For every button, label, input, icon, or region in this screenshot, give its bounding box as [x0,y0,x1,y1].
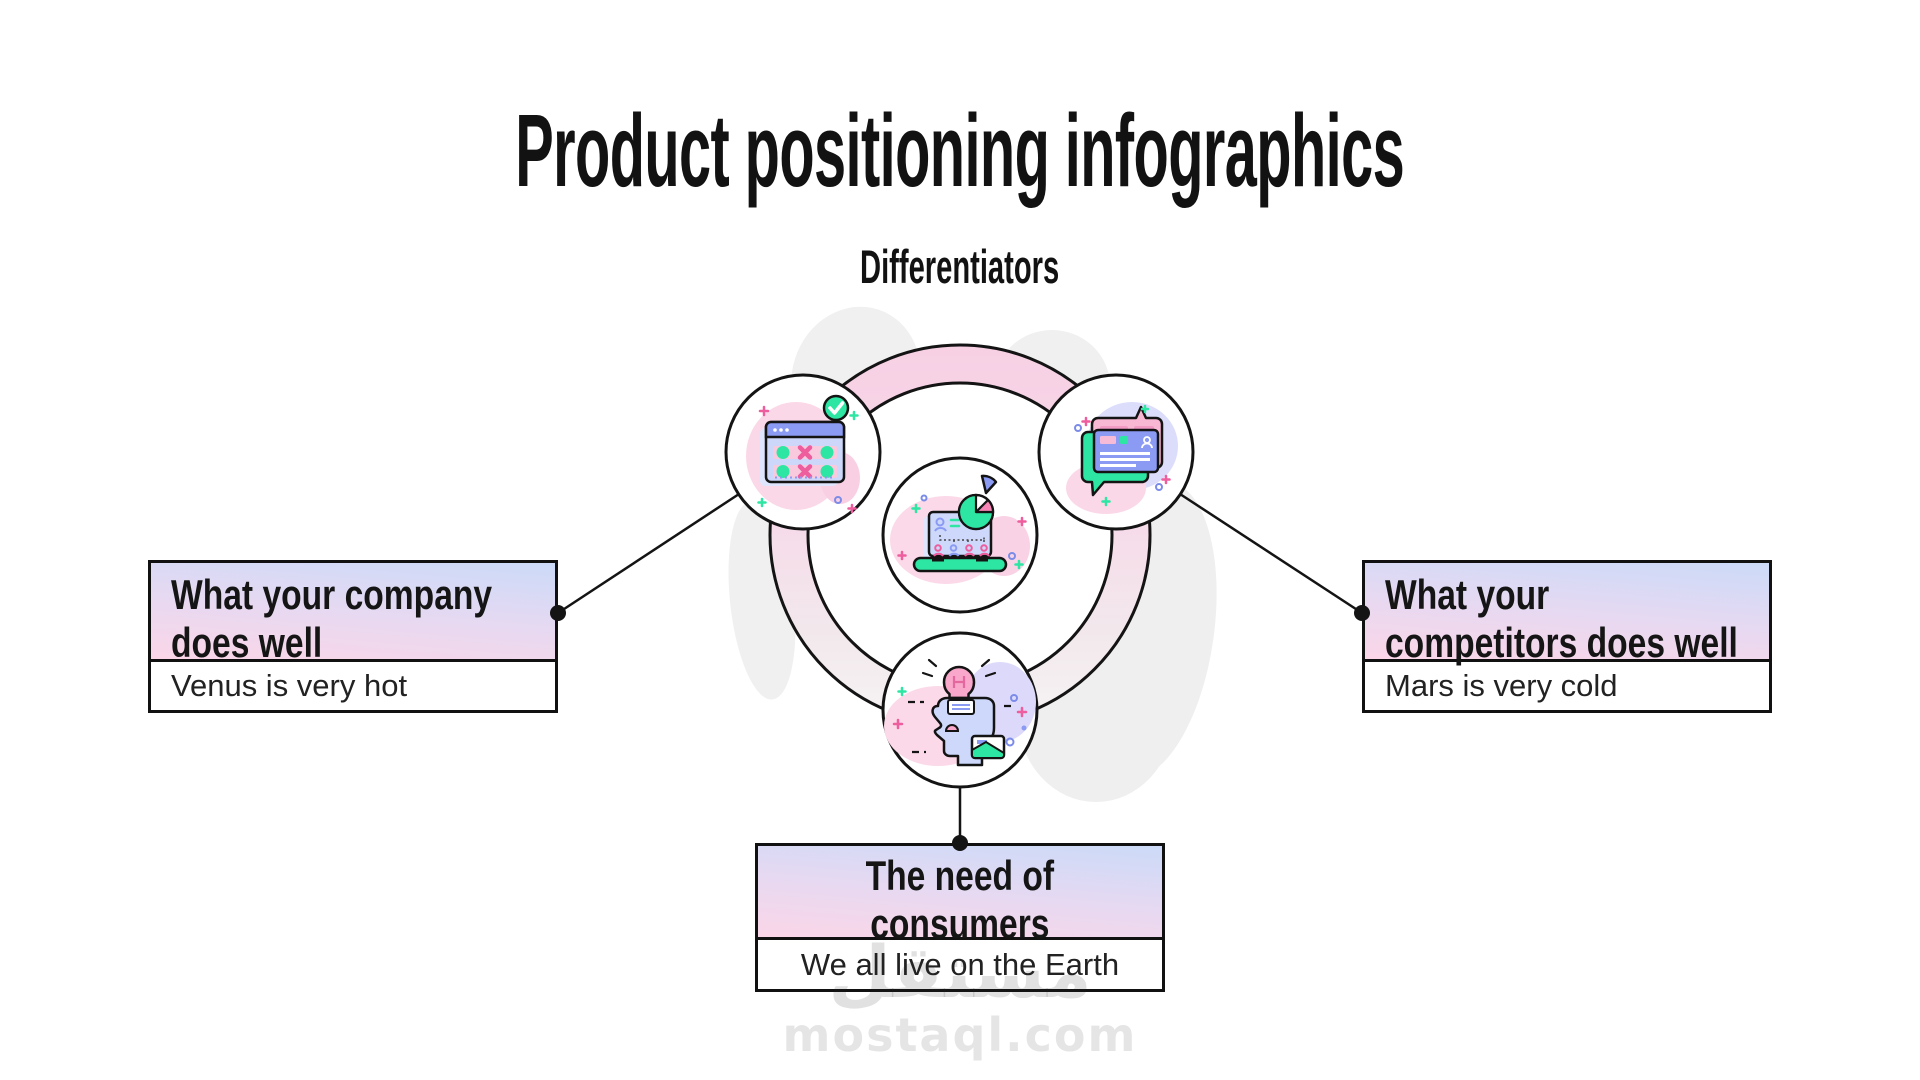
node-circle-consumers [881,631,1039,789]
leader-line-left [557,492,740,615]
card-company-description: Venus is very hot [151,662,555,710]
node-circle-company [724,373,882,531]
card-company: What your company does well Venus is ver… [148,560,558,713]
card-consumers: The need of consumers We all live on the… [755,843,1165,992]
diagram-subtitle-text: Differentiators [860,240,1060,293]
node-circle-center [881,456,1039,614]
card-consumers-title: The need of consumers [865,852,1055,947]
card-competitors: What your competitors does well Mars is … [1362,560,1772,713]
node-circle-competitors [1037,373,1195,531]
customer-feedback-bubbles-icon [1066,402,1178,514]
diagram-subtitle: Differentiators [0,239,1920,294]
card-competitors-description: Mars is very cold [1365,662,1769,710]
feature-comparison-checklist-icon [746,394,860,514]
connector-ring [768,343,1152,727]
card-consumers-header: The need of consumers [758,846,1162,947]
card-consumers-description: We all live on the Earth [758,940,1162,989]
market-analysis-laptop-pie-icon [890,474,1030,584]
consumer-idea-head-bulb-icon [884,658,1036,767]
card-company-header: What your company does well [151,563,555,666]
card-competitors-title: What your competitors does well [1385,571,1738,666]
card-company-title: What your company does well [171,571,493,666]
leader-line-right [1179,492,1363,615]
check-badge-icon [822,394,850,422]
node-circles [724,373,1195,789]
watermark-site-text: mostaql.com [782,1008,1138,1062]
background-blobs [728,306,1217,802]
connector-dots [550,605,1370,851]
page-title-text: Product positioning infographics [515,93,1405,208]
page-title: Product positioning infographics [0,92,1920,210]
leader-lines [557,492,1363,843]
card-competitors-header: What your competitors does well [1365,563,1769,666]
